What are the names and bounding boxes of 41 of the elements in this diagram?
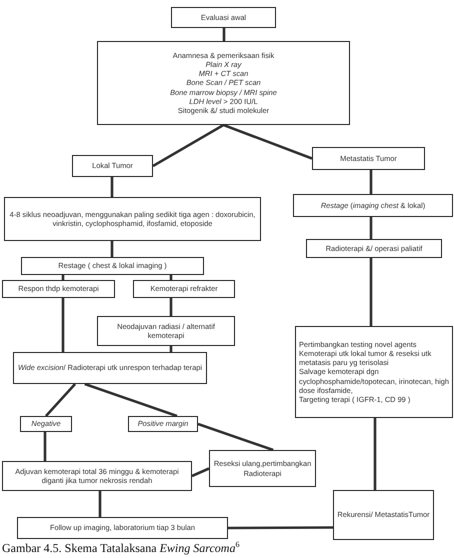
process-box [97, 316, 235, 346]
connector-line [170, 275, 172, 280]
process-box [4, 197, 261, 241]
process-box [133, 280, 235, 298]
connector-line [191, 467, 210, 478]
process-box [312, 147, 425, 170]
process-box [306, 239, 442, 258]
process-box [209, 450, 316, 487]
process-box [20, 416, 72, 432]
process-box [21, 257, 204, 275]
process-box [293, 194, 453, 217]
connector-line [170, 346, 172, 352]
connector-line [370, 170, 372, 194]
connector-line [370, 217, 372, 239]
process-box [97, 41, 350, 125]
connector-line [110, 177, 114, 197]
connector-line [84, 382, 178, 418]
connector-line [62, 298, 64, 352]
connector-line [170, 298, 172, 316]
connector-line [223, 124, 312, 160]
connector-line [110, 241, 114, 257]
figure-caption: Gambar 4.5. Skema Tatalaksana Ewing Sarcoma$^{6}$ [2, 541, 240, 555]
process-box [295, 326, 453, 418]
process-box [2, 461, 192, 491]
connector-line [374, 418, 376, 490]
process-box [72, 155, 153, 177]
connector-line [45, 383, 76, 417]
process-box [2, 280, 115, 298]
connector-line [222, 28, 226, 41]
connector-line [152, 124, 224, 168]
connector-line [98, 491, 102, 517]
process-box [128, 416, 198, 432]
process-box [17, 517, 228, 539]
connector-line [44, 432, 46, 461]
process-box [171, 7, 276, 28]
connector-line [198, 422, 274, 452]
process-box [13, 352, 207, 384]
connector-line [370, 258, 372, 326]
connector-line [228, 526, 333, 530]
process-box [333, 490, 434, 540]
connector-line [62, 275, 64, 280]
